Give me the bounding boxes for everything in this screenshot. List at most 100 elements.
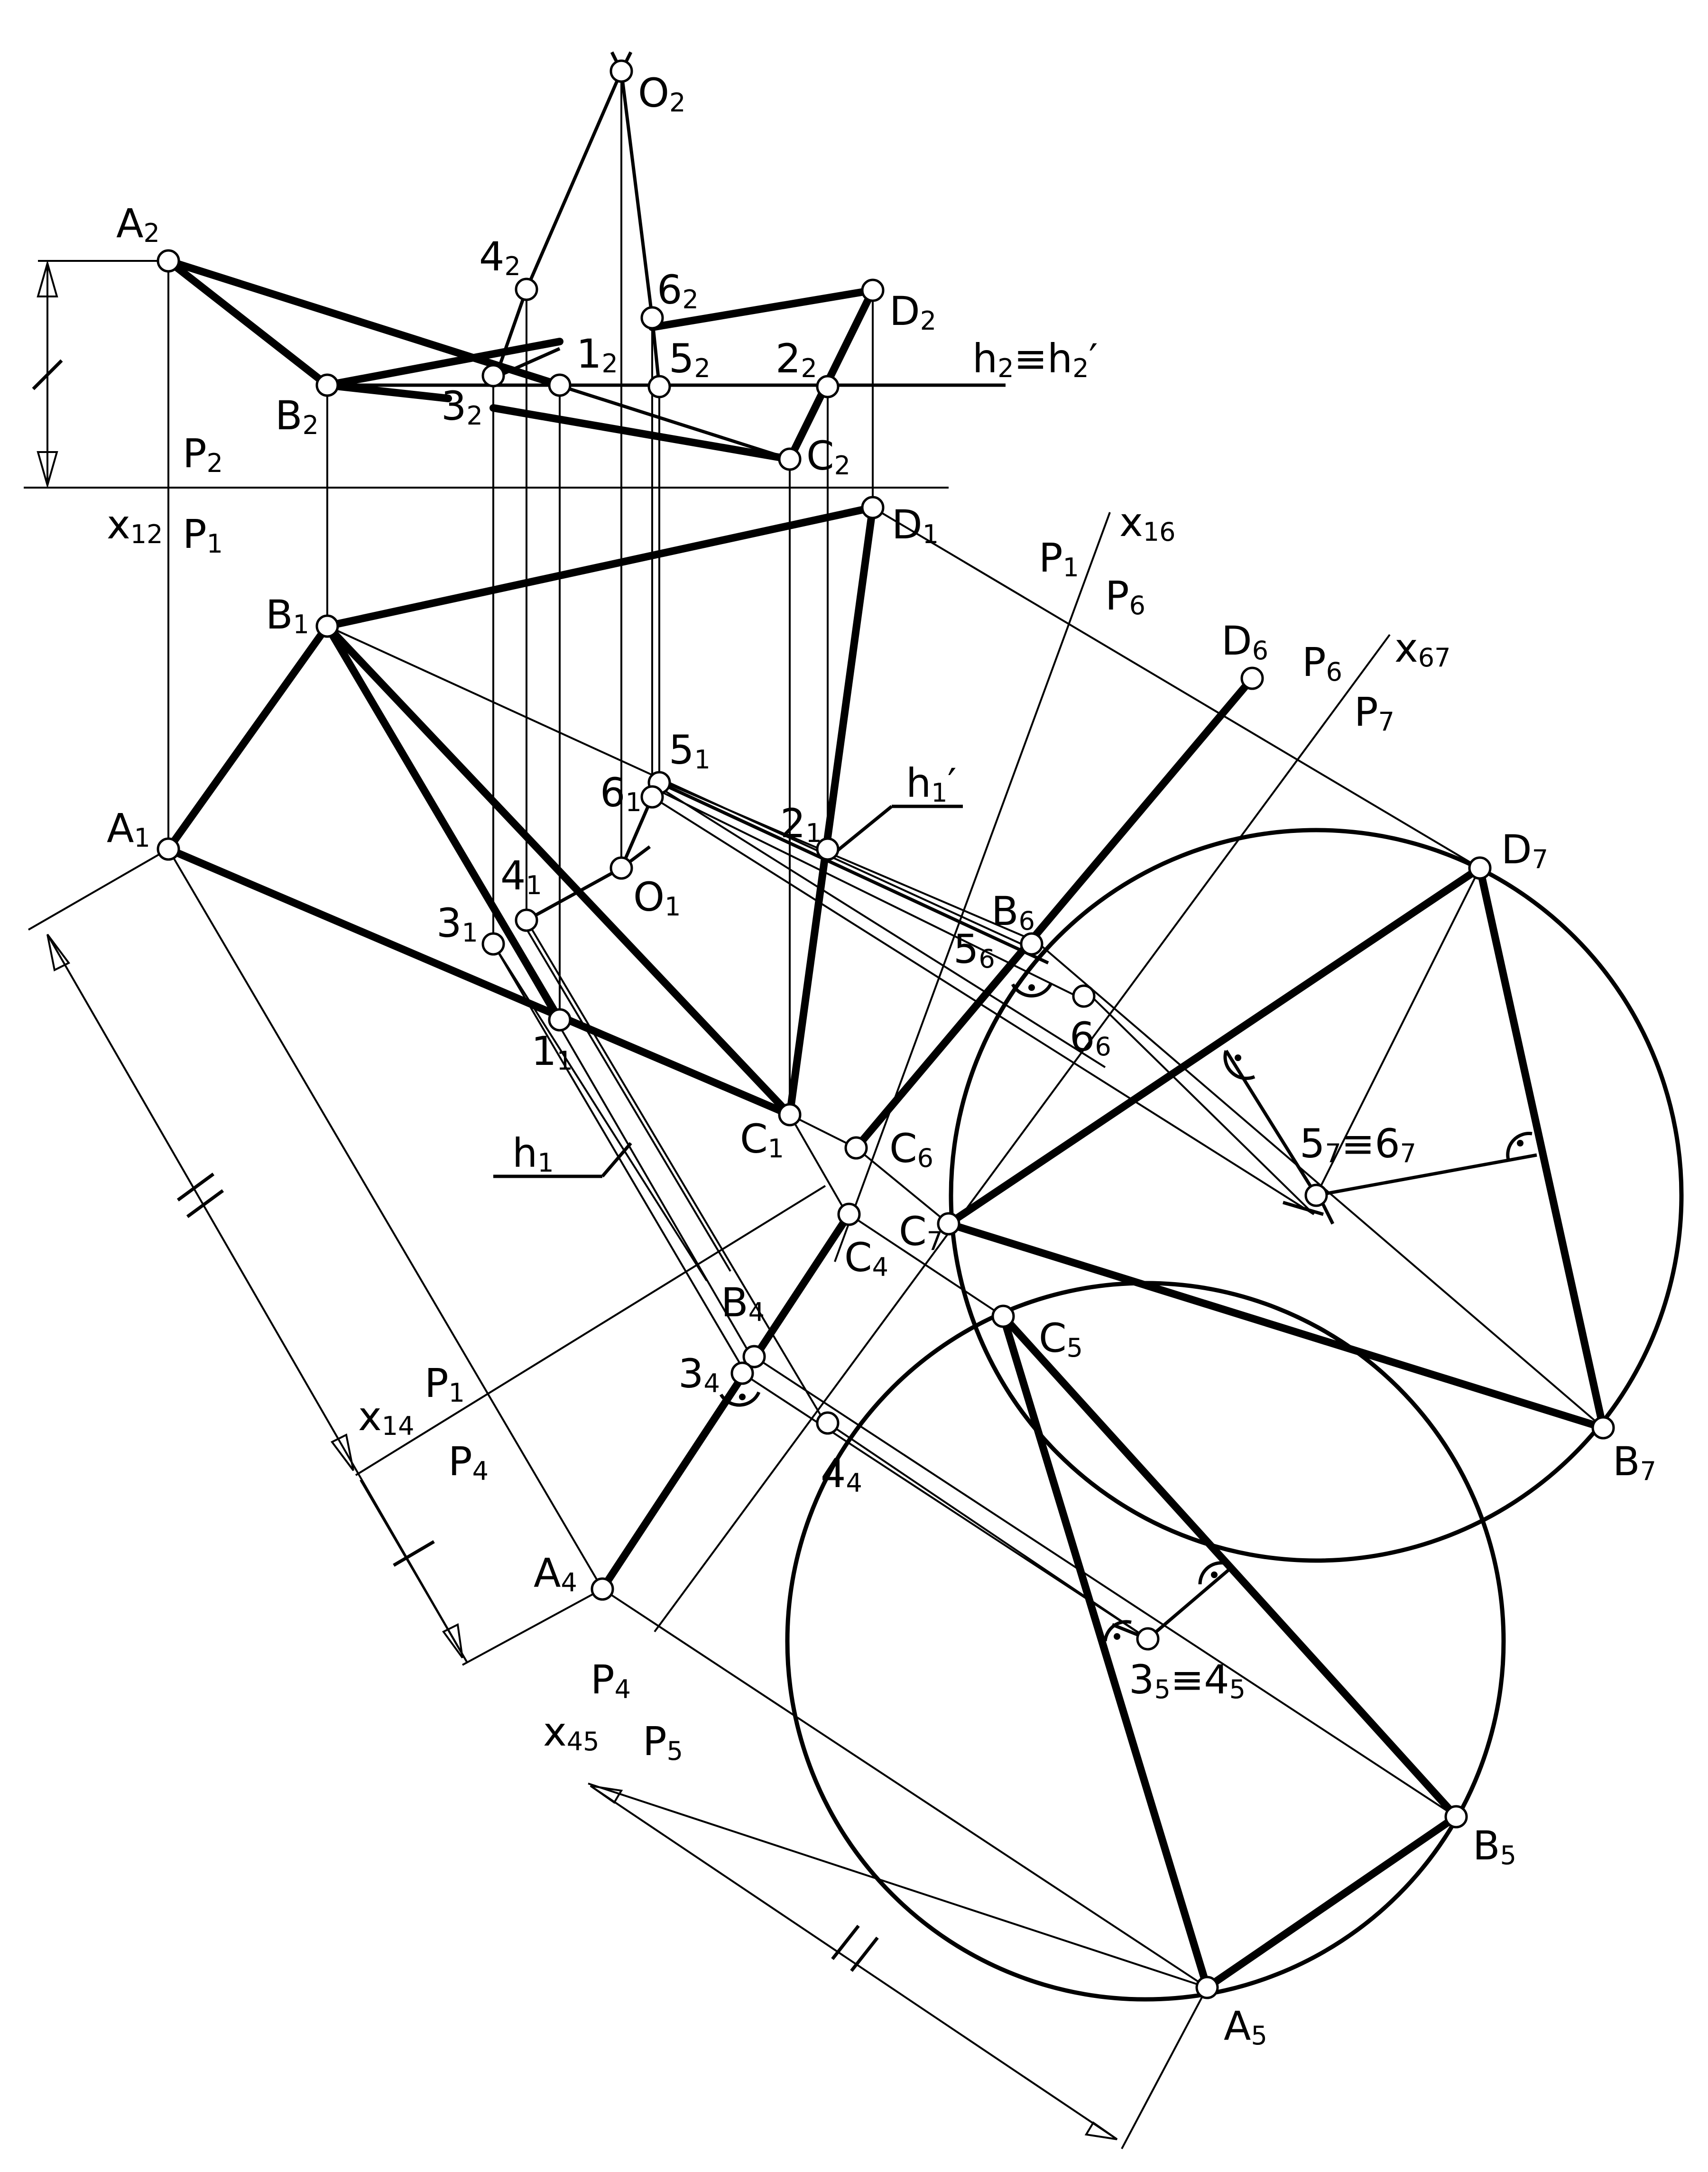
a1-b1 <box>165 622 331 853</box>
axis-labels: x12 P2 P1 x16 P1 P6 x67 P6 P7 x14 P1 P4 … <box>107 430 1450 1766</box>
marker-42 <box>515 277 538 301</box>
label-B4: B4 <box>721 1279 765 1327</box>
b2-12 <box>323 338 563 389</box>
angle-c7d7-dot <box>1235 1054 1241 1061</box>
label-41: 41 <box>500 852 542 900</box>
label-A5: A5 <box>1224 2003 1267 2051</box>
label-x67-upper: P6 <box>1302 639 1342 687</box>
angle-34-dot <box>739 1394 746 1400</box>
proj-5-56-b <box>659 779 1037 943</box>
arrow-x14-a <box>46 933 71 971</box>
label-51: 51 <box>669 727 711 775</box>
marker-B6 <box>1020 932 1043 956</box>
proj-c4-c5 <box>848 1213 1004 1317</box>
b2-32 <box>323 381 452 402</box>
tick-height <box>32 359 63 390</box>
proj-34-35 <box>741 1372 1149 1640</box>
c7-d7 <box>945 864 1484 1228</box>
proj-c6-c7 <box>855 1147 950 1225</box>
marker-B7 <box>1591 1416 1615 1440</box>
marker-11 <box>548 1008 572 1032</box>
perp-567-d7b7 <box>1316 1153 1537 1197</box>
proj-d1-d6-d7 <box>872 507 1481 869</box>
marker-C2 <box>778 447 802 471</box>
axis-x14-line <box>355 1185 826 1476</box>
arrow-x45-b <box>1084 2121 1118 2140</box>
arrow-bottom <box>37 451 58 489</box>
marker-C6 <box>844 1136 868 1160</box>
marker-34 <box>730 1361 754 1385</box>
marker-567 <box>1304 1183 1328 1207</box>
marker-52 <box>647 375 671 398</box>
angle-56-dot <box>1028 984 1035 991</box>
marker-32 <box>481 364 505 388</box>
dim-ext-a5 <box>1121 1987 1208 2149</box>
label-x16-lower: P6 <box>1105 573 1145 620</box>
label-A1: A1 <box>107 805 150 853</box>
label-B1: B1 <box>266 592 309 639</box>
a5-b5 <box>1203 1813 1460 1991</box>
label-34: 34 <box>678 1350 720 1398</box>
label-42: 42 <box>479 233 521 281</box>
construction-lines <box>24 81 1604 2149</box>
proj-c1-c4 <box>789 1114 845 1210</box>
marker-21 <box>816 837 840 861</box>
label-D6: D6 <box>1221 618 1268 665</box>
label-C1: C1 <box>740 1116 784 1164</box>
label-11: 11 <box>531 1028 573 1076</box>
label-52: 52 <box>669 335 711 383</box>
marker-66 <box>1072 984 1096 1008</box>
label-21: 21 <box>780 800 822 848</box>
marker-C4 <box>837 1202 861 1226</box>
proj-c1-c6 <box>789 1114 857 1149</box>
arrow-top <box>37 259 58 297</box>
marker-22 <box>816 375 840 398</box>
marker-C7 <box>937 1212 960 1236</box>
a1-c1 <box>165 845 794 1118</box>
thick-object-lines <box>165 257 1607 1991</box>
right-angle-markers <box>719 983 1533 1642</box>
dim-line-x14-b <box>360 1479 468 1664</box>
marker-O1 <box>609 856 633 880</box>
label-31: 31 <box>436 900 478 948</box>
c2-d2 <box>786 287 877 463</box>
label-D1: D1 <box>892 501 939 549</box>
label-B7: B7 <box>1613 1438 1656 1486</box>
angle-c5a5-dot <box>1114 1633 1120 1640</box>
marker-A2 <box>157 249 180 273</box>
point-labels: O2 A2 B2 C2 D2 12 22 32 42 52 62 A1 B1 C… <box>107 70 1656 2051</box>
marker-345 <box>1136 1627 1160 1651</box>
h1-prime-thin-a <box>652 786 1087 1002</box>
label-C7: C7 <box>899 1208 943 1256</box>
label-x67: x67 <box>1394 625 1450 673</box>
marker-C1 <box>778 1103 802 1127</box>
c5-a5 <box>999 1312 1211 1991</box>
marker-12 <box>548 373 572 397</box>
stroke-32-12 <box>495 347 561 379</box>
c7-b7 <box>945 1220 1607 1432</box>
label-O2: O2 <box>638 70 685 118</box>
angle-c5a5 <box>1103 1620 1132 1642</box>
tick-567 <box>1283 1201 1324 1216</box>
label-12: 12 <box>576 331 618 379</box>
marker-61 <box>640 785 664 809</box>
label-345: 35≡45 <box>1129 1656 1246 1704</box>
tick-x45-1 <box>831 1924 860 1960</box>
label-x12-lower: P1 <box>183 511 223 559</box>
c6-d6 <box>852 675 1256 1152</box>
label-66: 66 <box>1070 1014 1111 1062</box>
tick-x14-3 <box>393 1540 435 1567</box>
arrow-x45-a <box>590 1785 623 1804</box>
label-x45-upper: P4 <box>591 1656 631 1704</box>
label-x45: x45 <box>543 1709 599 1756</box>
angle-d7b7-dot <box>1517 1140 1523 1146</box>
h1-prime-line <box>658 781 1049 965</box>
proj-44-45 <box>827 1422 1149 1640</box>
label-56: 56 <box>953 926 995 974</box>
axis-x67-line <box>654 634 1391 1633</box>
label-567: 57≡67 <box>1300 1120 1416 1168</box>
label-h1: h1 <box>512 1130 554 1178</box>
label-D7: D7 <box>1501 826 1548 874</box>
proj-b4-b5 <box>753 1356 1457 1818</box>
